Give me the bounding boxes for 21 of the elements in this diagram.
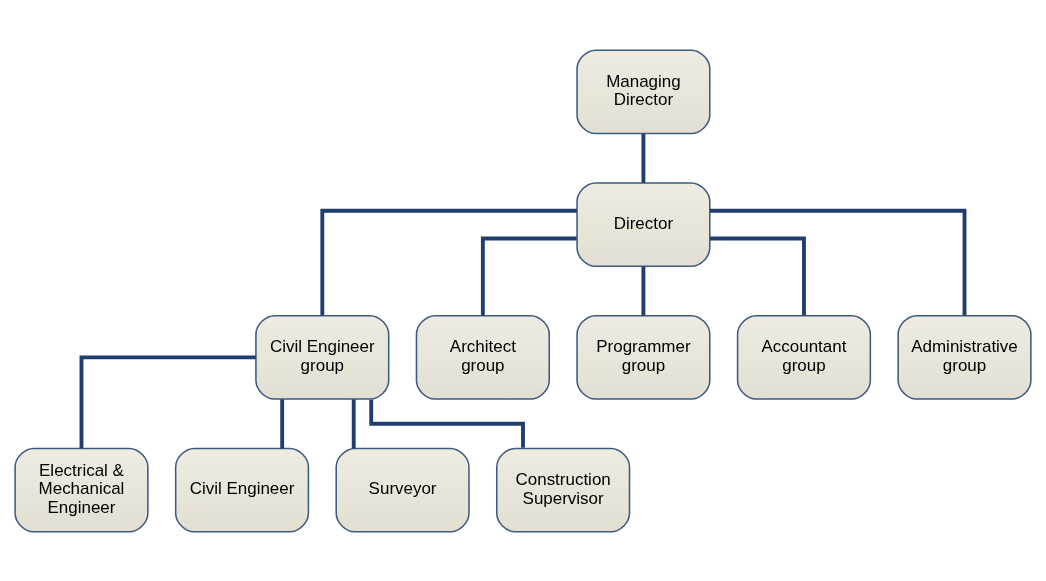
- connector: [641, 133, 646, 183]
- connector: [710, 236, 806, 315]
- node-box: Surveyor: [335, 447, 470, 533]
- connector: [79, 354, 256, 448]
- connector: [641, 266, 646, 316]
- connector: [280, 398, 285, 448]
- node-box: Programmer group: [576, 314, 711, 400]
- node-box: Civil Engineer: [174, 447, 310, 533]
- node-box: Director: [576, 181, 711, 267]
- node-box: Construction Supervisor: [496, 447, 631, 533]
- connector: [709, 208, 967, 315]
- connector: [369, 399, 525, 448]
- node-box: Managing Director: [576, 48, 711, 134]
- connector: [320, 208, 577, 315]
- node-box: Electrical & Mechanical Engineer: [14, 447, 149, 533]
- node-box: Architect group: [415, 314, 550, 400]
- node-box: Civil Engineer group: [255, 314, 390, 400]
- connector: [351, 398, 356, 448]
- connector: [480, 236, 577, 315]
- node-box: Accountant group: [736, 314, 872, 400]
- node-box: Administrative group: [897, 314, 1032, 400]
